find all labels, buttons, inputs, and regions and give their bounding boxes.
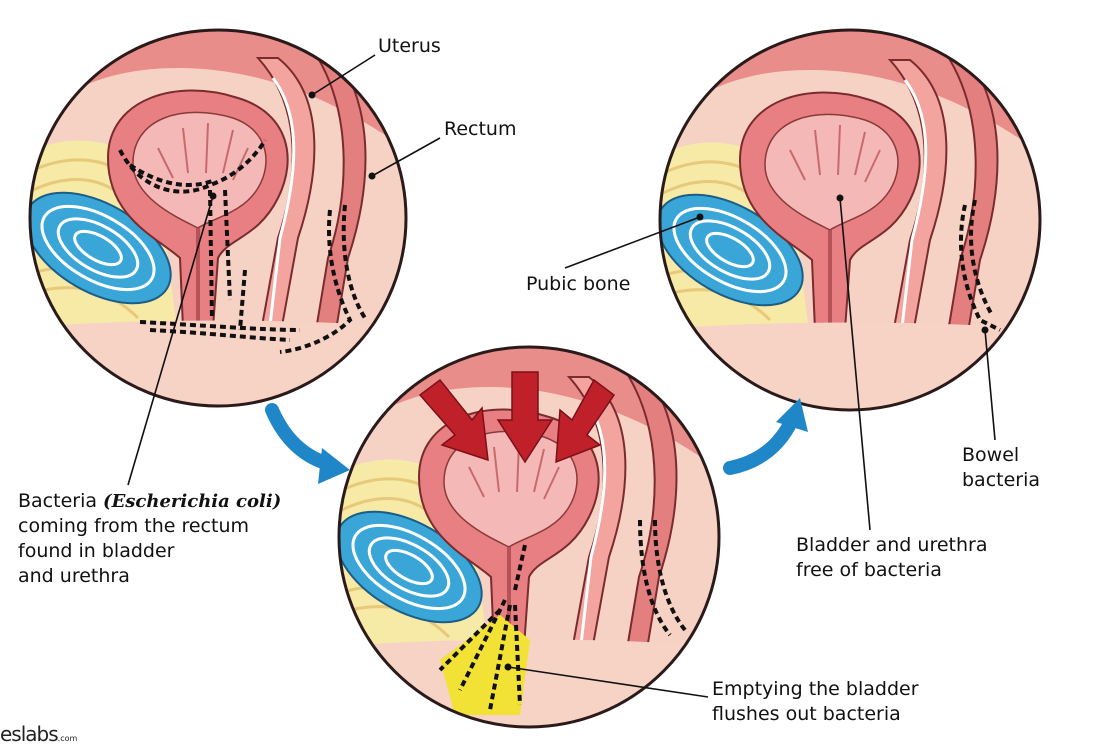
watermark: eslabs.com	[0, 722, 77, 746]
circle-clean	[658, 28, 1042, 412]
urine-stream	[440, 615, 530, 715]
label-bacteria-prefix: Bacteria	[18, 490, 97, 512]
curved-arrow-icon	[265, 403, 350, 484]
label-pubic-bone: Pubic bone	[526, 273, 631, 295]
bacteria-dots-right	[958, 199, 1001, 332]
label-empty-line2: flushes out bacteria	[712, 703, 901, 725]
watermark-text: eslabs	[0, 722, 59, 746]
label-bowel-line1: Bowel	[962, 444, 1020, 466]
curved-arrow-icon	[723, 398, 808, 475]
pressure-arrow-icon	[418, 371, 616, 464]
label-bacteria-line2: coming from the rectum	[18, 515, 250, 537]
label-free-line1: Bladder and urethra	[796, 534, 988, 556]
label-free-line2: free of bacteria	[796, 559, 942, 581]
label-bacteria: Bacteria (Escherichia coli)	[18, 489, 281, 514]
label-bacteria-species: (Escherichia coli)	[103, 491, 282, 512]
circle-infected	[28, 28, 408, 408]
label-uterus: Uterus	[378, 35, 441, 57]
leader-dots	[209, 91, 989, 671]
label-empty-line1: Emptying the bladder	[712, 678, 919, 700]
label-bacteria-line3: found in bladder	[18, 540, 175, 562]
label-rectum: Rectum	[444, 118, 517, 140]
circle-emptying	[337, 345, 721, 729]
leader-lines	[127, 54, 996, 698]
label-bowel-line2: bacteria	[962, 469, 1041, 491]
label-bacteria-line4: and urethra	[18, 565, 130, 587]
watermark-suffix: .com	[57, 734, 78, 743]
bacteria-dots-left	[118, 139, 367, 354]
